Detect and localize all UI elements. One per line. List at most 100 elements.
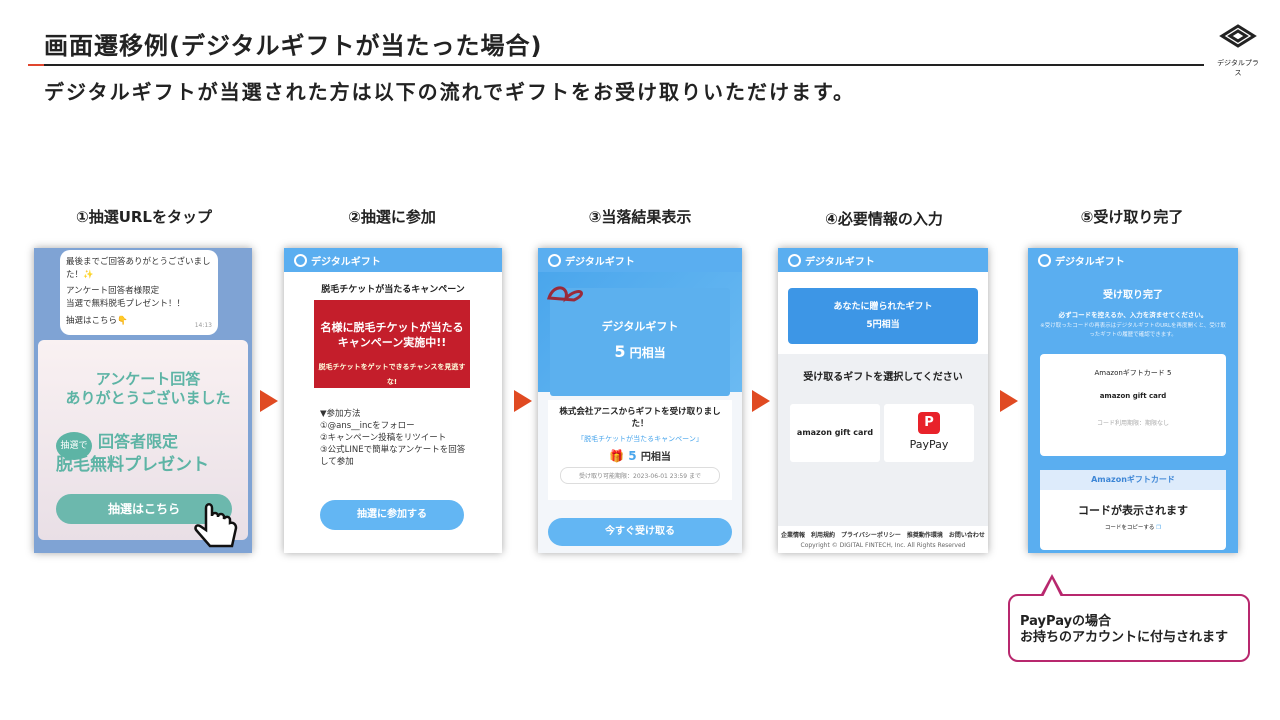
gift-info-box: Amazonギフトカード 5 amazon gift card コード利用期限：… — [1040, 354, 1226, 456]
code-box: Amazonギフトカード コードが表示されます コードをコピーする ❐ — [1040, 470, 1226, 550]
select-title: 受け取るギフトを選択してください — [803, 372, 963, 383]
chat-bubble: 最後までご回答ありがとうございました！✨ アンケート回答者様限定 当選で無料脱毛… — [60, 250, 218, 335]
chat-line: 最後までご回答ありがとうございました！✨ — [66, 257, 211, 280]
lottery-badge: 抽選で — [56, 432, 92, 460]
received-gift: あなたに贈られたギフト 5円相当 — [788, 288, 978, 344]
draw-button[interactable]: 抽選はこちら — [56, 494, 232, 524]
option-paypay[interactable]: P PayPay — [884, 404, 974, 462]
app-header: デジタルギフト — [284, 248, 502, 272]
gift-logo-icon — [1038, 253, 1051, 267]
card-name: Amazonギフトカード 5 — [1094, 369, 1172, 377]
note-line-2: お持ちのアカウントに付与されます — [1020, 630, 1229, 645]
code-display: コードが表示されます — [1078, 504, 1188, 517]
amount-value: 5 — [628, 449, 637, 463]
brand-name: デジタルギフト — [565, 256, 635, 268]
amount-value: 5 — [614, 342, 626, 361]
logo-text: デジタルプラス — [1217, 59, 1259, 77]
copyright: Copyright © DIGITAL FINTECH, Inc. All Ri… — [800, 542, 966, 549]
receive-now-button[interactable]: 今すぐ受け取る — [548, 518, 732, 546]
arrow-icon — [260, 390, 278, 412]
footer: 企業情報 利用規約 プライバシーポリシー 推奨動作環境 お問い合わせ Copyr… — [778, 526, 988, 553]
page-title: 画面遷移例(デジタルギフトが当たった場合) — [44, 32, 543, 60]
gift-card-amount: 5 円相当 — [550, 342, 730, 361]
arrow-icon — [514, 390, 532, 412]
brand-name: デジタルギフト — [1055, 256, 1125, 268]
chat-time: 14:13 — [194, 322, 212, 329]
banner-line-3: 脱毛チケットをゲットできるチャンスを見逃すな! — [318, 363, 466, 386]
ribbon-icon — [546, 286, 583, 303]
title-underline — [44, 64, 1204, 66]
copy-code-button[interactable]: コードをコピーする ❐ — [1040, 523, 1226, 531]
paypay-label: PayPay — [909, 438, 949, 451]
how-step: ③公式LINEで簡単なアンケートを回答して参加 — [320, 445, 466, 467]
deadline: 受け取り可能期限：2023-06-01 23:59 まで — [560, 467, 720, 484]
chat-line: アンケート回答者様限定 — [66, 286, 160, 296]
chat-link[interactable]: 抽選はこちら👇 — [66, 316, 128, 326]
gift-card-brand: デジタルギフト — [601, 320, 679, 333]
copy-label: コードをコピーする — [1104, 525, 1155, 531]
screen-result: デジタルギフト デジタルギフト 5 円相当 株式会社アニスからギフトを受け取りま… — [538, 248, 742, 553]
arrow-icon — [752, 390, 770, 412]
screen-campaign: デジタルギフト 脱毛チケットが当たるキャンペーン 名様に脱毛チケットが当たる キ… — [284, 248, 502, 553]
screen-select-gift: デジタルギフト あなたに贈られたギフト 5円相当 受け取るギフトを選択してくださ… — [778, 248, 988, 553]
amount-unit: 円相当 — [629, 346, 666, 360]
step-label-3: ③当落結果表示 — [588, 208, 692, 226]
campaign-name: 「脱毛チケットが当たるキャンペーン」 — [577, 435, 703, 443]
copy-icon: ❐ — [1156, 525, 1162, 531]
banner-line-2: キャンペーン実施中!! — [337, 336, 447, 349]
hand-pointer-icon — [194, 503, 238, 548]
brand-name: デジタルギフト — [805, 256, 875, 268]
thanks-text: アンケート回答 ありがとうございました — [58, 370, 238, 408]
logo-icon — [1219, 24, 1257, 48]
how-step: ①@ans__incをフォロー — [320, 421, 415, 431]
step-label-2: ②抽選に参加 — [348, 208, 436, 226]
campaign-banner: 名様に脱毛チケットが当たる キャンペーン実施中!! 脱毛チケットをゲットできるチ… — [314, 300, 470, 388]
result-panel: 株式会社アニスからギフトを受け取りました！ 「脱毛チケットが当たるキャンペーン」… — [548, 400, 732, 500]
result-message: 株式会社アニスからギフトを受け取りました！ — [559, 407, 721, 429]
thanks-card: アンケート回答 ありがとうございました 抽選で 回答者限定 脱毛無料プレゼント … — [38, 340, 248, 540]
gift-logo-icon — [548, 253, 561, 267]
gift-card: デジタルギフト 5 円相当 — [550, 288, 730, 396]
limited-text: 回答者限定 — [98, 432, 179, 451]
brand-name: デジタルギフト — [311, 256, 381, 268]
complete-note: ※受け取ったコードの再表示はデジタルギフトのURLを再度開くと、受け取ったギフト… — [1040, 323, 1226, 338]
join-lottery-button[interactable]: 抽選に参加する — [320, 500, 464, 530]
gift-logo-icon — [294, 253, 307, 267]
gift-logo-icon — [788, 253, 801, 267]
step-label-4: ④必要情報の入力 — [825, 210, 943, 228]
how-to-join: ▼参加方法 ①@ans__incをフォロー ②キャンペーン投稿をリツイート ③公… — [320, 408, 470, 468]
footer-links[interactable]: 企業情報 利用規約 プライバシーポリシー 推奨動作環境 お問い合わせ — [781, 532, 985, 539]
received-gift-title: あなたに贈られたギフト — [833, 302, 933, 312]
app-header: デジタルギフト — [1028, 248, 1238, 272]
complete-title: 受け取り完了 — [1103, 290, 1163, 301]
app-header: デジタルギフト — [538, 248, 742, 272]
amount-unit: 円相当 — [640, 452, 671, 463]
how-title: ▼参加方法 — [320, 409, 361, 419]
banner-line-1: 名様に脱毛チケットが当たる — [320, 321, 464, 334]
expiry: コード利用期限：期限なし — [1096, 420, 1169, 427]
page-subtitle: デジタルギフトが当選された方は以下の流れでギフトをお受け取りいただけます。 — [44, 80, 855, 104]
thanks-line-2: ありがとうございました — [65, 389, 231, 407]
how-step: ②キャンペーン投稿をリツイート — [320, 433, 447, 443]
screen-complete: デジタルギフト 受け取り完了 必ずコードを控えるか、入力を済ませてください。 ※… — [1028, 248, 1238, 553]
code-header: Amazonギフトカード — [1040, 470, 1226, 490]
title-accent-bar — [28, 64, 44, 66]
step-label-1: ①抽選URLをタップ — [76, 208, 212, 226]
received-gift-amount: 5円相当 — [866, 320, 900, 330]
amazon-logo: amazon gift card — [1099, 392, 1167, 400]
option-amazon[interactable]: amazon gift card — [790, 404, 880, 462]
gift-icon: 🎁 — [609, 449, 625, 463]
callout-tail-inner — [1043, 579, 1061, 597]
thanks-line-1: アンケート回答 — [95, 370, 201, 388]
note-line-1: PayPayの場合 — [1020, 614, 1112, 629]
chat-line: 当選で無料脱毛プレゼント！！ — [66, 299, 186, 309]
company-logo: デジタルプラス — [1214, 22, 1262, 78]
arrow-icon — [1000, 390, 1018, 412]
app-header: デジタルギフト — [778, 248, 988, 272]
present-text: 脱毛無料プレゼント — [56, 455, 209, 475]
campaign-heading: 脱毛チケットが当たるキャンペーン — [321, 285, 465, 295]
complete-notice: 必ずコードを控えるか、入力を済ませてください。 — [1058, 311, 1208, 319]
paypay-icon: P — [918, 412, 940, 434]
step-label-5: ⑤受け取り完了 — [1080, 208, 1184, 226]
screen-line-message: 最後までご回答ありがとうございました！✨ アンケート回答者様限定 当選で無料脱毛… — [34, 248, 252, 553]
